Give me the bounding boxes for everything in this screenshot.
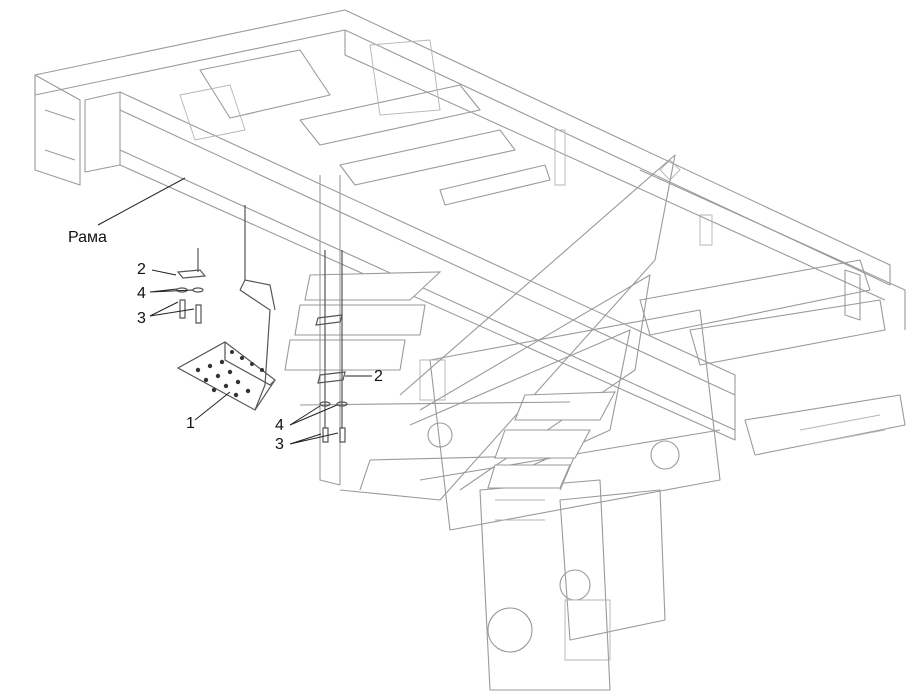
ghost-outlines xyxy=(284,154,676,501)
leader-lines xyxy=(97,177,372,445)
label-4-right: 4 xyxy=(275,417,284,434)
chassis-frame xyxy=(34,9,906,456)
fasteners-left xyxy=(176,205,246,324)
frame-label: Рама xyxy=(68,229,107,246)
label-3-right: 3 xyxy=(275,436,284,453)
step-plate xyxy=(176,279,276,411)
label-2-right: 2 xyxy=(374,368,383,385)
label-3-left: 3 xyxy=(137,310,146,327)
label-4-left: 4 xyxy=(137,285,146,302)
label-1-step: 1 xyxy=(186,415,195,432)
fasteners-right xyxy=(315,250,348,443)
label-2-left: 2 xyxy=(137,261,146,278)
step-holes xyxy=(195,350,264,398)
